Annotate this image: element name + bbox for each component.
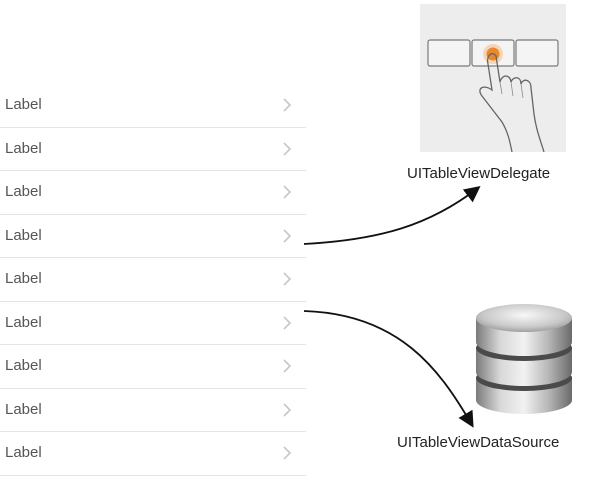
table-row[interactable]: Label	[0, 171, 306, 215]
row-label: Label	[5, 226, 42, 244]
row-label: Label	[5, 96, 42, 113]
row-label: Label	[5, 139, 42, 157]
segment-right	[515, 39, 559, 67]
chevron-right-icon	[283, 228, 292, 243]
table-row[interactable]: Label	[0, 84, 306, 128]
chevron-right-icon	[283, 272, 292, 286]
row-label: Label	[5, 444, 42, 461]
chevron-right-icon	[283, 141, 292, 156]
row-label: Label	[5, 270, 42, 287]
table-view: Label Label Label Label Label Label Labe…	[0, 84, 306, 476]
table-row[interactable]: Label	[0, 345, 306, 389]
row-label: Label	[5, 400, 42, 418]
table-row[interactable]: Label	[0, 215, 306, 258]
chevron-right-icon	[283, 98, 292, 112]
datasource-caption: UITableViewDataSource	[397, 434, 560, 451]
datasource-arrow	[303, 310, 474, 428]
chevron-right-icon	[283, 446, 292, 460]
row-label: Label	[5, 313, 42, 331]
chevron-right-icon	[283, 402, 292, 417]
chevron-right-icon	[283, 185, 292, 199]
row-label: Label	[5, 357, 42, 374]
table-row[interactable]: Label	[0, 389, 306, 432]
table-row[interactable]: Label	[0, 302, 306, 345]
table-row[interactable]: Label	[0, 258, 306, 302]
table-row[interactable]: Label	[0, 128, 306, 171]
touch-tap-icon	[420, 4, 566, 153]
segment-left	[427, 39, 471, 67]
delegate-caption: UITableViewDelegate	[407, 165, 551, 182]
row-label: Label	[5, 183, 42, 200]
delegate-arrow	[303, 186, 481, 245]
chevron-right-icon	[283, 315, 292, 330]
database-icon	[476, 304, 572, 414]
chevron-right-icon	[283, 359, 292, 373]
table-row[interactable]: Label	[0, 432, 306, 476]
